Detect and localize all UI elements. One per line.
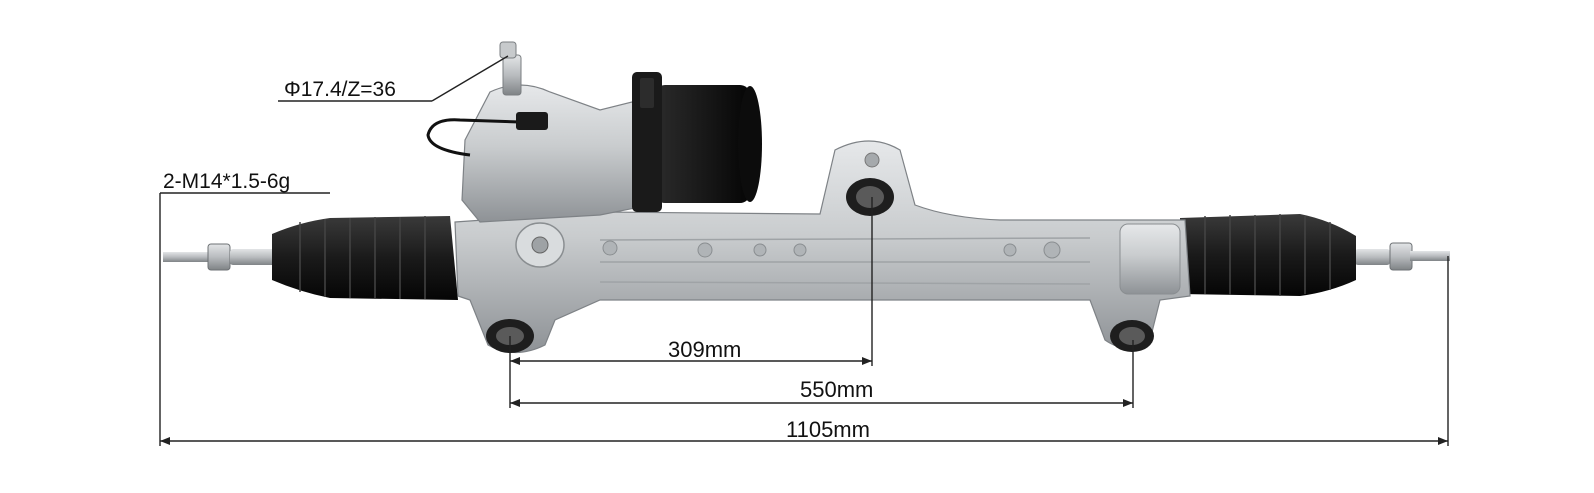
thread-spec-callout: 2-M14*1.5-6g xyxy=(159,170,330,446)
electric-motor xyxy=(632,72,762,212)
thread-spec-label: 2-M14*1.5-6g xyxy=(163,170,290,193)
left-boot xyxy=(272,216,458,300)
right-boot xyxy=(1180,214,1356,296)
right-mount-bushing xyxy=(1110,320,1154,352)
dimension-309mm-label: 309mm xyxy=(668,337,741,362)
dimension-309mm: 309mm xyxy=(509,197,873,408)
dimension-1105mm: 1105mm xyxy=(160,256,1449,446)
right-tie-rod xyxy=(1355,242,1450,271)
dimension-550mm-label: 550mm xyxy=(800,377,873,402)
center-mount-bushing xyxy=(846,152,894,216)
dimension-550mm: 550mm xyxy=(510,340,1134,408)
pinion-spec-callout: Φ17.4/Z=36 xyxy=(278,55,509,102)
rack-housing xyxy=(454,140,1191,354)
left-tie-rod xyxy=(163,243,275,271)
dimension-1105mm-label: 1105mm xyxy=(786,417,870,442)
pinion-gearbox xyxy=(426,41,651,223)
pinion-spec-label: Φ17.4/Z=36 xyxy=(284,78,396,101)
